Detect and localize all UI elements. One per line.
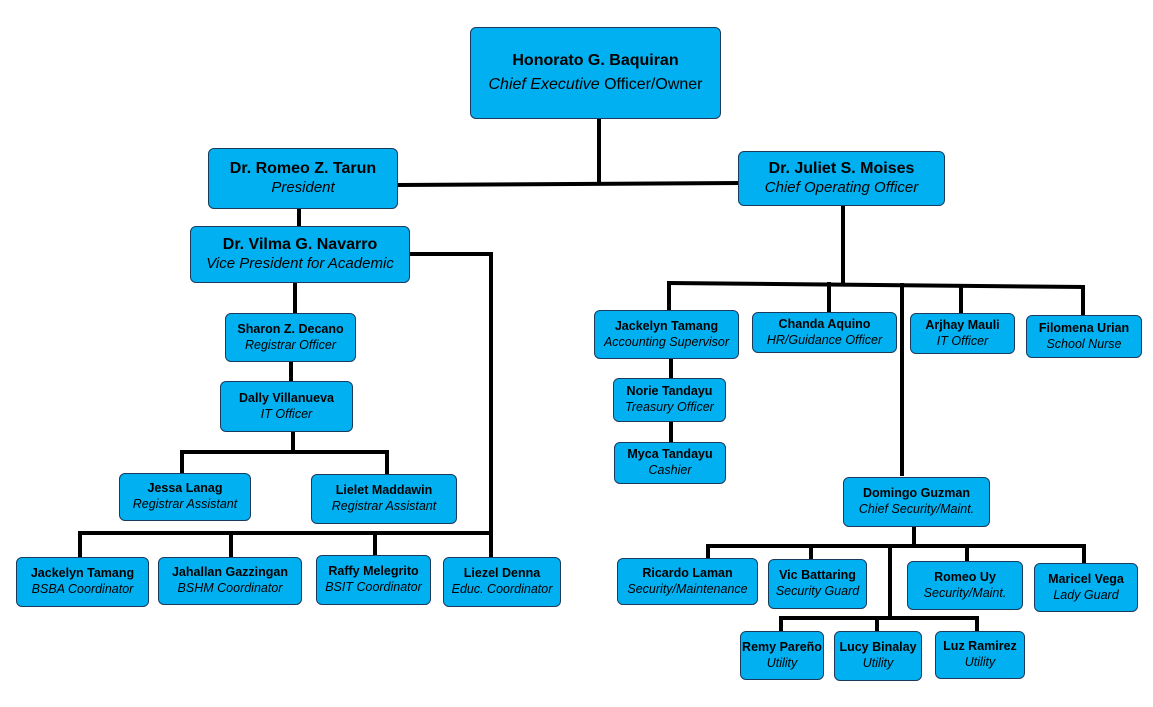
- coordinator-box[interactable]: Jackelyn Tamang BSBA Coordinator: [16, 557, 149, 607]
- registrar-assistant-name: Jessa Lanag: [147, 481, 223, 496]
- it-officer-ops-name: Arjhay Mauli: [925, 317, 1000, 332]
- coordinator-role: BSBA Coordinator: [31, 582, 134, 596]
- coordinator-box[interactable]: Liezel Denna Educ. Coordinator: [443, 557, 561, 607]
- connector-line: [395, 180, 741, 188]
- it-officer-ops-box[interactable]: Arjhay Mauli IT Officer: [910, 313, 1015, 354]
- coo-box[interactable]: Dr. Juliet S. Moises Chief Operating Off…: [738, 151, 945, 206]
- hr-name: Chanda Aquino: [778, 316, 871, 331]
- security-staff-box[interactable]: Romeo Uy Security/Maint.: [907, 561, 1023, 610]
- treasury-role: Treasury Officer: [625, 400, 714, 414]
- coordinator-name: Liezel Denna: [463, 566, 541, 581]
- cashier-box[interactable]: Myca Tandayu Cashier: [614, 442, 726, 484]
- accounting-role: Accounting Supervisor: [603, 334, 730, 349]
- connector-line: [666, 280, 1086, 290]
- coordinator-box[interactable]: Raffy Melegrito BSIT Coordinator: [316, 555, 431, 605]
- security-staff-box[interactable]: Maricel Vega Lady Guard: [1034, 563, 1138, 612]
- security-chief-box[interactable]: Domingo Guzman Chief Security/Maint.: [843, 477, 990, 527]
- owner-box[interactable]: Honorato G. Baquiran Chief Executive Off…: [470, 27, 721, 119]
- utility-staff-box[interactable]: Remy Pareño Utility: [740, 631, 824, 680]
- coo-role: Chief Operating Officer: [764, 179, 919, 197]
- utility-staff-name: Luz Ramirez: [943, 639, 1017, 654]
- registrar-assistant-role: Registrar Assistant: [132, 497, 238, 511]
- utility-staff-name: Remy Pareño: [742, 639, 822, 654]
- nurse-role: School Nurse: [1046, 336, 1122, 351]
- owner-name: Honorato G. Baquiran: [512, 52, 679, 69]
- hr-box[interactable]: Chanda Aquino HR/Guidance Officer: [752, 312, 897, 353]
- registrar-assistant-box[interactable]: Lielet Maddawin Registrar Assistant: [311, 474, 457, 524]
- cashier-role: Cashier: [648, 463, 692, 477]
- coordinator-role: BSIT Coordinator: [325, 580, 422, 594]
- treasury-name: Norie Tandayu: [626, 384, 713, 399]
- security-staff-name: Romeo Uy: [934, 569, 996, 584]
- utility-staff-role: Utility: [964, 655, 996, 669]
- security-chief-role: Chief Security/Maint.: [858, 502, 975, 516]
- security-staff-box[interactable]: Ricardo Laman Security/Maintenance: [617, 558, 758, 605]
- nurse-name: Filomena Urian: [1038, 320, 1130, 335]
- nurse-box[interactable]: Filomena Urian School Nurse: [1026, 315, 1142, 358]
- cashier-name: Myca Tandayu: [627, 447, 713, 462]
- security-staff-name: Maricel Vega: [1048, 571, 1124, 586]
- owner-role-italic: Chief Executive: [488, 76, 600, 93]
- security-staff-name: Vic Battaring: [779, 568, 856, 583]
- registrar-assistant-box[interactable]: Jessa Lanag Registrar Assistant: [119, 473, 251, 521]
- registrar-assistant-role: Registrar Assistant: [331, 499, 437, 513]
- owner-role: Chief Executive Officer/Owner: [488, 75, 702, 95]
- registrar-role: Registrar Officer: [245, 337, 336, 352]
- security-staff-role: Security/Maint.: [923, 585, 1007, 600]
- accounting-box[interactable]: Jackelyn Tamang Accounting Supervisor: [594, 310, 739, 359]
- coordinator-name: Jahallan Gazzingan: [171, 565, 288, 580]
- security-staff-box[interactable]: Vic Battaring Security Guard: [768, 559, 867, 609]
- treasury-box[interactable]: Norie Tandayu Treasury Officer: [613, 378, 726, 422]
- utility-staff-box[interactable]: Luz Ramirez Utility: [935, 631, 1025, 679]
- registrar-assistant-name: Lielet Maddawin: [335, 483, 433, 498]
- security-staff-role: Lady Guard: [1053, 587, 1119, 602]
- utility-staff-role: Utility: [766, 655, 798, 670]
- president-role: President: [271, 179, 335, 197]
- security-staff-name: Ricardo Laman: [642, 565, 733, 580]
- it-officer-academic-name: Dally Villanueva: [239, 390, 334, 405]
- registrar-box[interactable]: Sharon Z. Decano Registrar Officer: [225, 313, 356, 362]
- vp-academic-box[interactable]: Dr. Vilma G. Navarro Vice President for …: [190, 226, 410, 283]
- security-staff-role: Security/Maintenance: [627, 581, 748, 596]
- it-officer-academic-role: IT Officer: [260, 406, 313, 421]
- coordinator-name: Raffy Melegrito: [328, 564, 419, 579]
- owner-role-rest: Officer/Owner: [599, 76, 703, 93]
- security-staff-role: Security Guard: [775, 584, 860, 598]
- it-officer-ops-role: IT Officer: [936, 333, 989, 348]
- president-box[interactable]: Dr. Romeo Z. Tarun President: [208, 148, 398, 209]
- vp-academic-role: Vice President for Academic: [206, 255, 394, 273]
- coordinator-role: BSHM Coordinator: [177, 581, 283, 595]
- coordinator-box[interactable]: Jahallan Gazzingan BSHM Coordinator: [158, 557, 302, 605]
- president-name: Dr. Romeo Z. Tarun: [229, 160, 377, 178]
- coo-name: Dr. Juliet S. Moises: [768, 160, 915, 178]
- security-chief-name: Domingo Guzman: [863, 486, 970, 501]
- utility-staff-name: Lucy Binalay: [839, 640, 917, 655]
- hr-role: HR/Guidance Officer: [766, 332, 883, 347]
- accounting-name: Jackelyn Tamang: [614, 318, 719, 333]
- utility-staff-box[interactable]: Lucy Binalay Utility: [834, 631, 922, 681]
- coordinator-role: Educ. Coordinator: [451, 582, 553, 596]
- registrar-name: Sharon Z. Decano: [237, 321, 344, 336]
- utility-staff-role: Utility: [862, 656, 894, 670]
- it-officer-academic-box[interactable]: Dally Villanueva IT Officer: [220, 381, 353, 432]
- coordinator-name: Jackelyn Tamang: [30, 566, 135, 581]
- vp-academic-name: Dr. Vilma G. Navarro: [222, 236, 378, 254]
